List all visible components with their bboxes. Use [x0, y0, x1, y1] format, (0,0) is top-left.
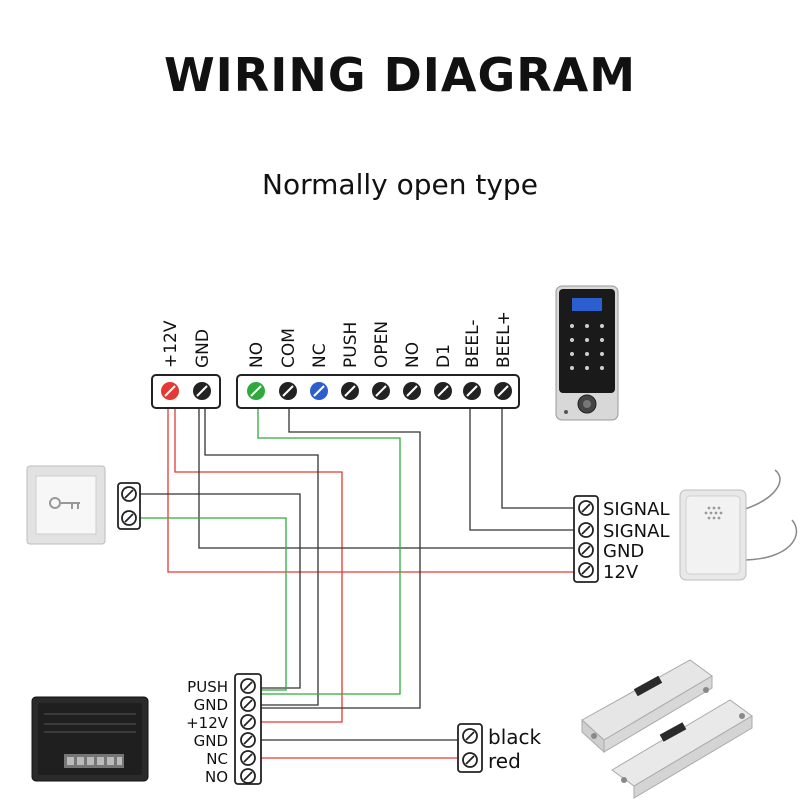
- terminal-d1: [434, 382, 452, 400]
- bell-terminal-12v: [578, 562, 594, 578]
- psu-terminal-no: [240, 768, 256, 784]
- terminal-beel-plus: [494, 382, 512, 400]
- terminal-12v: [161, 382, 179, 400]
- bell-terminal-signal-1: [578, 500, 594, 516]
- keypad-reader-icon: [555, 285, 619, 421]
- terminal-label-d1: D1: [434, 344, 454, 368]
- wire-no-push: [257, 402, 401, 695]
- wire-12v-psu: [174, 402, 343, 723]
- electric-lock-icon: [581, 659, 753, 799]
- exit-button-terminals: [117, 482, 141, 530]
- lock-label-black: black: [488, 725, 542, 749]
- psu-label-gnd-2: GND: [194, 732, 228, 750]
- terminal-com: [279, 382, 297, 400]
- bell-label-signal-2: SIGNAL: [603, 521, 670, 542]
- wire-gnd-bell: [198, 402, 590, 549]
- terminal-label-beel-minus: BEEL-: [463, 320, 483, 368]
- wire-gnd-psu: [204, 402, 319, 706]
- psu-terminal-push: [240, 678, 256, 694]
- wires: [138, 402, 590, 759]
- bell-label-gnd: GND: [603, 541, 644, 562]
- bell-terminal-signal-2: [578, 522, 594, 538]
- lock-terminal-black: [462, 728, 478, 744]
- wire-com-gnd: [258, 402, 421, 709]
- terminal-open: [372, 382, 390, 400]
- wire-beel-minus: [469, 402, 590, 531]
- lock-terminals: black red: [457, 723, 542, 773]
- power-supply-icon: [31, 696, 149, 782]
- terminal-label-beel-plus: BEEL+: [494, 311, 514, 368]
- diagram-subtitle: Normally open type: [262, 168, 538, 201]
- wire-exit-button-2: [138, 517, 287, 691]
- terminal-label-com: COM: [279, 328, 299, 368]
- bell-terminals: SIGNAL SIGNAL GND 12V: [573, 495, 670, 583]
- terminal-beel-minus: [463, 382, 481, 400]
- terminal-no-2: [403, 382, 421, 400]
- terminal-label-12v: +12V: [161, 320, 181, 368]
- terminal-nc: [310, 382, 328, 400]
- terminal-no: [247, 382, 265, 400]
- psu-label-push: PUSH: [187, 678, 228, 696]
- power-supply-terminals: PUSH GND +12V GND NC NO: [186, 673, 262, 786]
- psu-terminal-gnd: [240, 696, 256, 712]
- terminal-gnd: [193, 382, 211, 400]
- lock-label-red: red: [488, 749, 521, 773]
- psu-label-no: NO: [205, 768, 228, 786]
- psu-label-nc: NC: [206, 750, 228, 768]
- psu-label-12v: +12V: [186, 714, 229, 732]
- page-title: WIRING DIAGRAM: [163, 48, 637, 102]
- terminal-label-open: OPEN: [372, 321, 392, 368]
- psu-terminal-12v: [240, 714, 256, 730]
- terminal-label-gnd: GND: [193, 329, 213, 368]
- door-bell-icon: [679, 469, 798, 581]
- wire-exit-button-1: [138, 493, 301, 689]
- terminal-label-nc: NC: [310, 343, 330, 368]
- wire-12v-bell: [167, 402, 590, 573]
- bell-label-12v: 12V: [603, 562, 639, 583]
- terminal-block-power: +12V GND: [151, 320, 221, 409]
- bell-terminal-gnd: [578, 542, 594, 558]
- terminal-push: [341, 382, 359, 400]
- psu-terminal-nc: [240, 750, 256, 766]
- terminal-label-no: NO: [247, 342, 267, 368]
- terminal-block-controller: NO COM NC PUSH OPEN NO D1 BEEL- BEEL+: [236, 311, 520, 409]
- exit-button-icon: [26, 465, 106, 545]
- bell-label-signal-1: SIGNAL: [603, 499, 670, 520]
- lock-terminal-red: [462, 752, 478, 768]
- terminal-label-push: PUSH: [341, 322, 361, 368]
- terminal-label-no-2: NO: [403, 342, 423, 368]
- psu-terminal-gnd-2: [240, 732, 256, 748]
- psu-label-gnd: GND: [194, 696, 228, 714]
- wire-beel-plus: [501, 402, 590, 509]
